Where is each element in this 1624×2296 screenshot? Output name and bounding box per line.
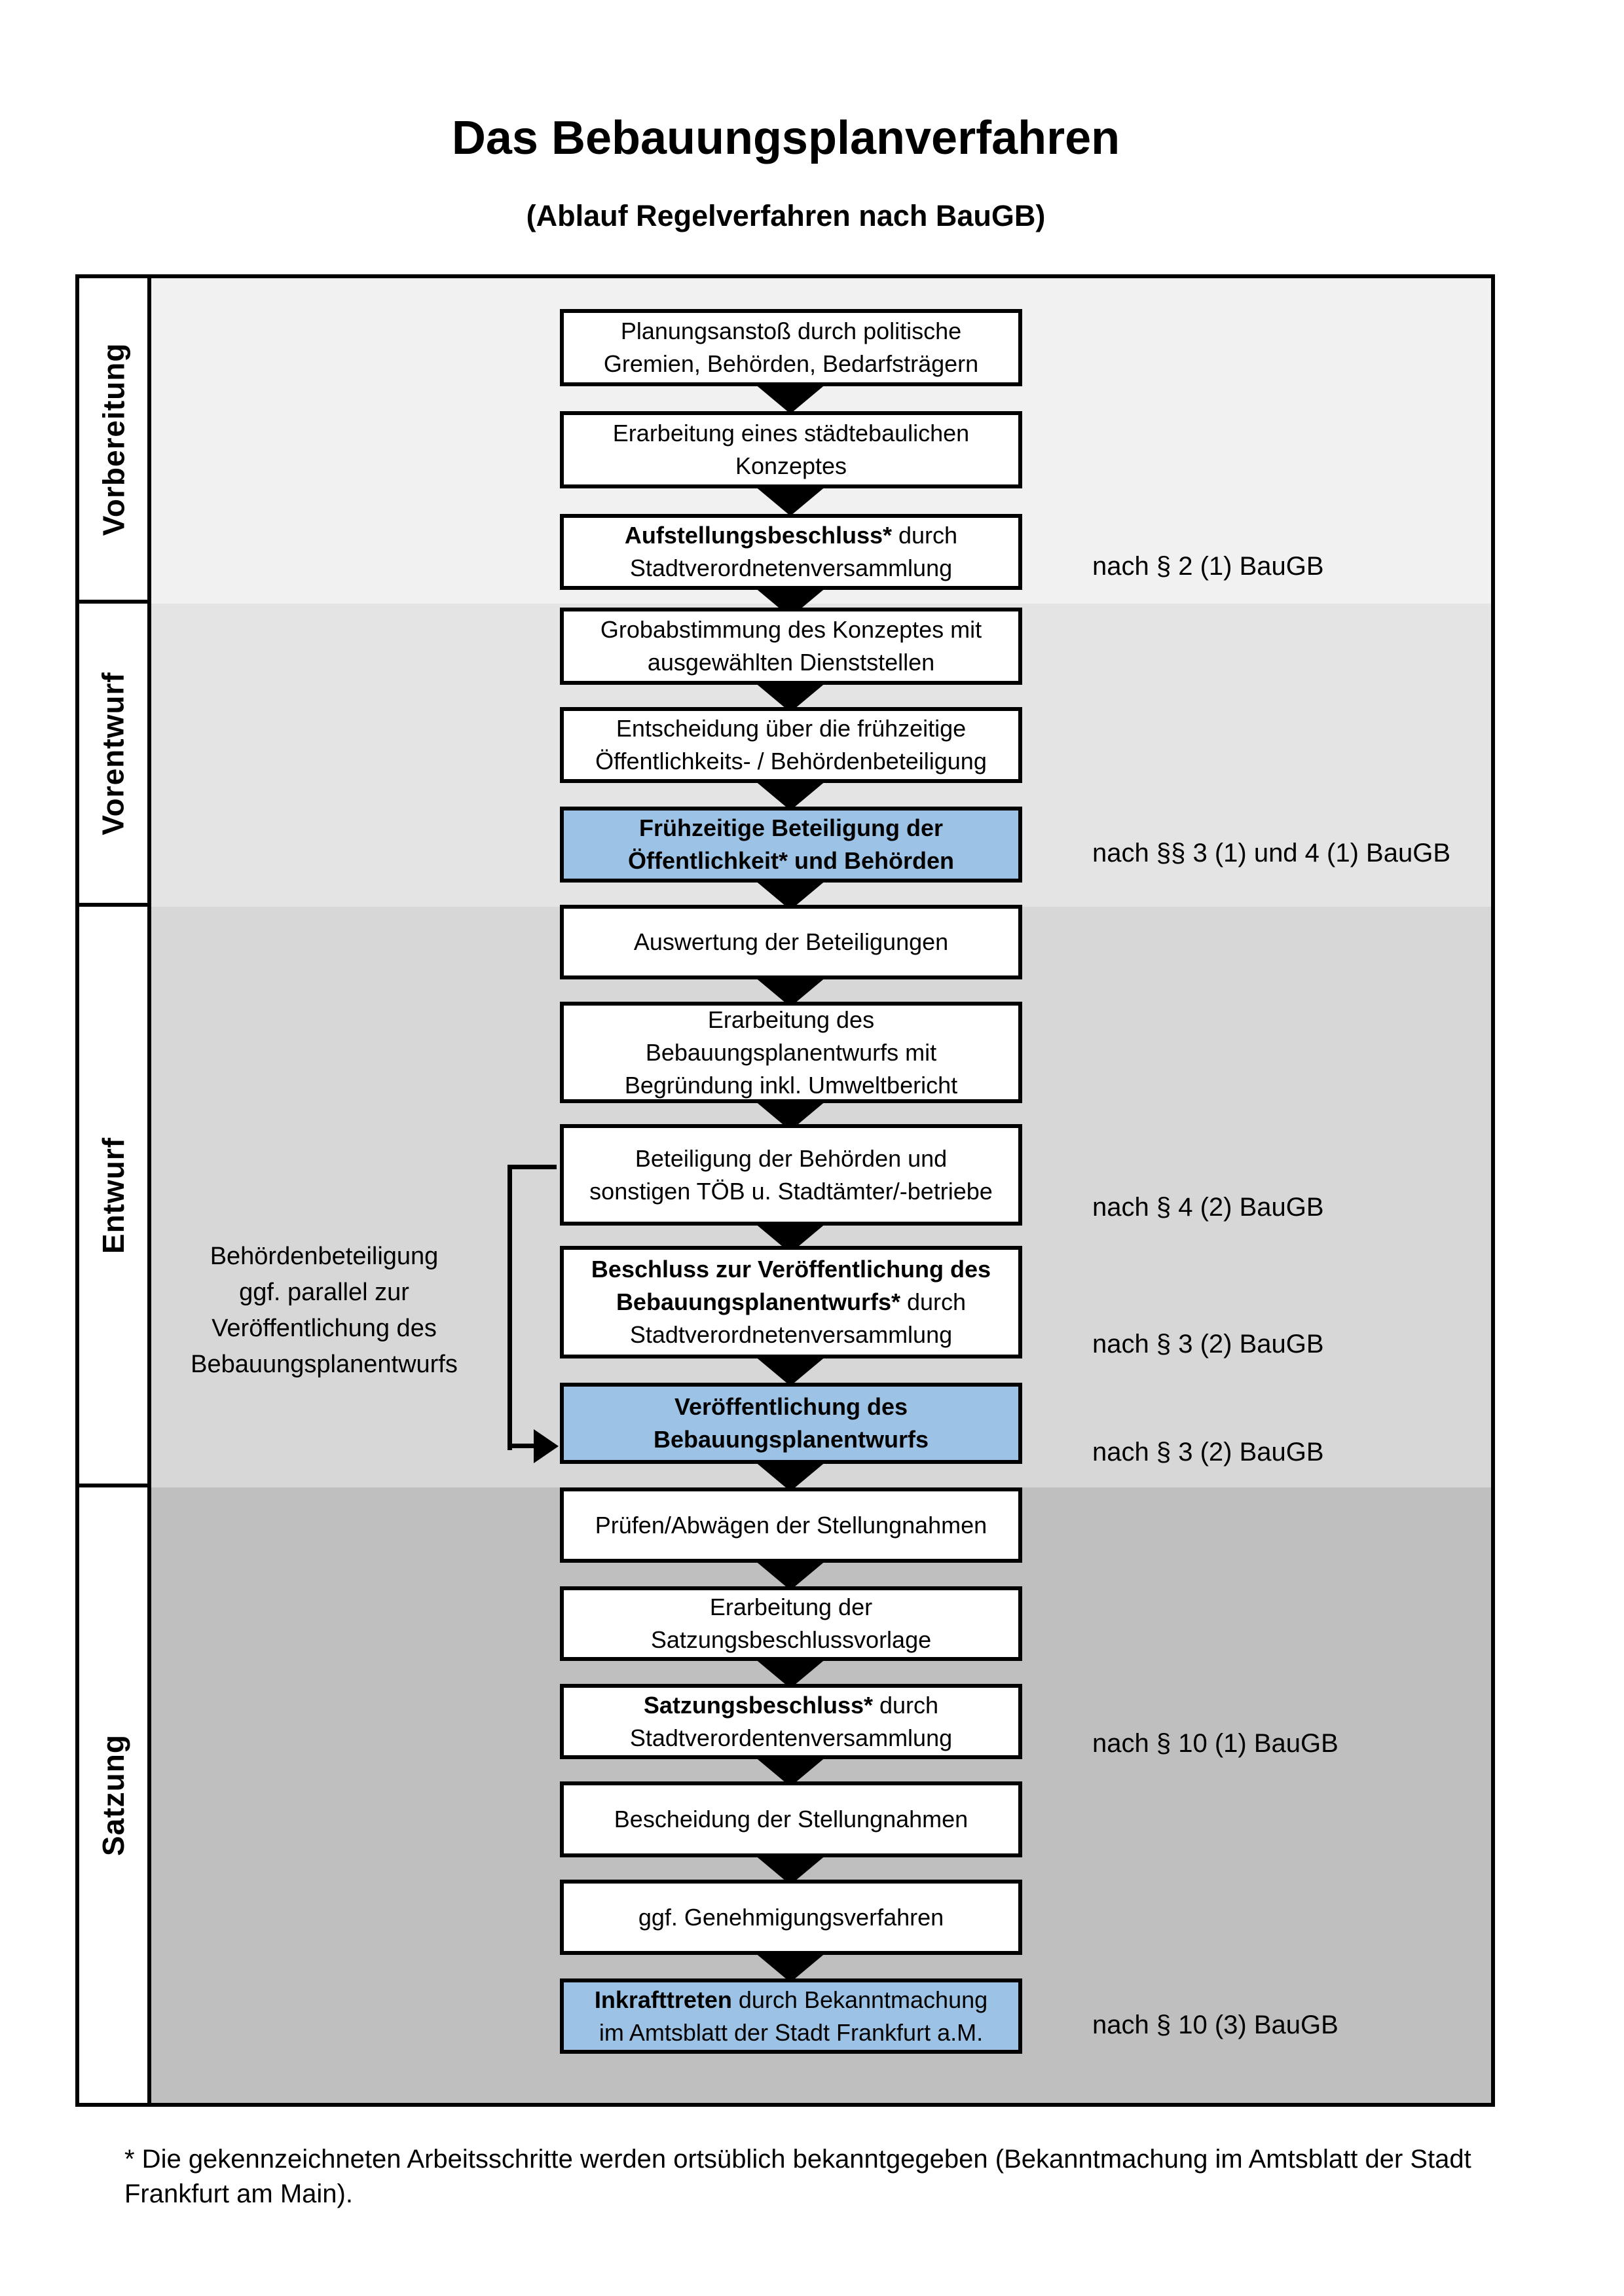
legal-reference-fruehzeitige-beteiligung: nach §§ 3 (1) und 4 (1) BauGB	[1092, 839, 1450, 867]
step-line: Stadtverordnetenversammlung	[629, 1321, 953, 1348]
step-line: Erarbeitung eines städtebaulichen	[612, 420, 970, 446]
phase-label-text: Vorentwurf	[96, 671, 130, 835]
footnote-line: * Die gekennzeichneten Arbeitsschritte w…	[124, 2145, 1471, 2174]
step-line: Entscheidung über die frühzeitige	[616, 715, 967, 742]
phase-label-column: Vorbereitung Vorentwurf Entwurf Satzung	[79, 278, 151, 2103]
parallel-connector-line	[507, 1165, 557, 1169]
legal-reference-aufstellungsbeschluss: nach § 2 (1) BauGB	[1092, 552, 1324, 581]
arrow-down-icon	[754, 1658, 826, 1688]
header: Das Bebauungsplanverfahren (Ablauf Regel…	[0, 111, 1572, 233]
step-line: Frühzeitige Beteiligung der	[638, 814, 944, 841]
step-box-grobabstimmung: Grobabstimmung des Konzeptes mit ausgewäh…	[560, 608, 1022, 685]
step-line: Erarbeitung des	[707, 1006, 875, 1033]
step-line: Bebauungsplanentwurfs mit	[645, 1038, 937, 1066]
arrow-down-icon	[754, 780, 826, 811]
step-line: Öffentlichkeits- / Behördenbeteiligung	[595, 748, 987, 774]
step-line: Erarbeitung der	[709, 1594, 873, 1620]
arrow-down-icon	[754, 1461, 826, 1491]
step-box-bescheidung-stellungnahmen: Bescheidung der Stellungnahmen	[560, 1781, 1022, 1857]
step-box-pruefen-abwaegen-stellungnahmen: Prüfen/Abwägen der Stellungnahmen	[560, 1487, 1022, 1563]
arrow-down-icon	[754, 1356, 826, 1386]
footnote: * Die gekennzeichneten Arbeitsschritte w…	[124, 2142, 1519, 2212]
legal-reference-beschluss-veroeffentlichung: nach § 3 (2) BauGB	[1092, 1330, 1324, 1358]
arrow-down-icon	[754, 486, 826, 516]
step-line: Begründung inkl. Umweltbericht	[624, 1071, 958, 1099]
page-title: Das Bebauungsplanverfahren	[451, 112, 1120, 164]
step-line: Aufstellungsbeschluss* durch	[624, 522, 958, 549]
page-subtitle: (Ablauf Regelverfahren nach BauGB)	[526, 199, 1046, 232]
parallel-connector-line	[507, 1165, 512, 1450]
step-line: Konzeptes	[735, 452, 847, 479]
legal-reference-veroeffentlichung-bebauungsplanentwurf: nach § 3 (2) BauGB	[1092, 1438, 1324, 1467]
parallel-note-line: Veröffentlichung des	[212, 1315, 437, 1342]
step-line: Inkrafttreten durch Bekanntmachung	[594, 1986, 988, 2013]
step-line: Grobabstimmung des Konzeptes mit	[600, 616, 982, 643]
phase-label-vorbereitung: Vorbereitung	[79, 278, 147, 604]
arrow-right-icon	[534, 1429, 559, 1463]
footnote-line: Frankfurt am Main).	[124, 2179, 353, 2208]
arrow-down-icon	[754, 1952, 826, 1982]
phase-label-vorentwurf: Vorentwurf	[79, 604, 147, 907]
step-line: Bescheidung der Stellungnahmen	[614, 1806, 969, 1832]
step-line: Bebauungsplanentwurfs	[653, 1426, 929, 1453]
step-line: Öffentlichkeit* und Behörden	[627, 847, 955, 874]
step-box-beteiligung-behoerden-toeb: Beteiligung der Behörden und sonstigen TÖ…	[560, 1124, 1022, 1226]
step-line: Prüfen/Abwägen der Stellungnahmen	[595, 1511, 987, 1539]
phase-label-text: Vorbereitung	[96, 342, 131, 536]
phase-label-text: Satzung	[96, 1734, 131, 1856]
arrow-down-icon	[754, 1560, 826, 1590]
step-line: ggf. Genehmigungsverfahren	[638, 1903, 944, 1931]
step-line: Beteiligung der Behörden und	[635, 1144, 948, 1172]
step-box-auswertung-beteiligungen: Auswertung der Beteiligungen	[560, 905, 1022, 979]
phase-label-satzung: Satzung	[79, 1487, 147, 2103]
parallel-connector-line	[507, 1444, 536, 1448]
step-line: sonstigen TÖB u. Stadtämter/-betriebe	[589, 1177, 993, 1205]
parallel-note-line: Bebauungsplanentwurfs	[191, 1351, 458, 1378]
step-line: Stadtverordentenversammlung	[629, 1724, 953, 1751]
parallel-note-line: ggf. parallel zur	[239, 1279, 409, 1306]
parallel-procedure-note: Behördenbeteiligung ggf. parallel zur Ve…	[164, 1239, 485, 1383]
legal-reference-beteiligung-behoerden-toeb: nach § 4 (2) BauGB	[1092, 1193, 1324, 1222]
step-line: Gremien, Behörden, Bedarfsträgern	[603, 350, 979, 377]
step-box-genehmigungsverfahren: ggf. Genehmigungsverfahren	[560, 1880, 1022, 1955]
step-line: Satzungsbeschluss* durch	[643, 1691, 939, 1719]
legal-reference-satzungsbeschluss: nach § 10 (1) BauGB	[1092, 1729, 1338, 1758]
arrow-down-icon	[754, 384, 826, 414]
step-line: Auswertung der Beteiligungen	[633, 928, 949, 955]
step-line: im Amtsblatt der Stadt Frankfurt a.M.	[599, 2018, 984, 2046]
step-line: Veröffentlichung des	[674, 1393, 908, 1420]
phase-label-entwurf: Entwurf	[79, 907, 147, 1487]
step-line: Beschluss zur Veröffentlichung des	[591, 1256, 991, 1283]
step-line: Stadtverordnetenversammlung	[629, 555, 953, 581]
step-line: Satzungsbeschlussvorlage	[650, 1626, 932, 1653]
phase-label-text: Entwurf	[96, 1137, 131, 1254]
step-line: Planungsanstoß durch politische	[620, 318, 962, 344]
step-line: Bebauungsplanentwurfs* durch	[616, 1288, 967, 1315]
legal-reference-inkrafttreten: nach § 10 (3) BauGB	[1092, 2011, 1338, 2039]
parallel-note-line: Behördenbeteiligung	[210, 1243, 439, 1270]
step-box-inkrafttreten: Inkrafttreten durch Bekanntmachung im Amt…	[560, 1978, 1022, 2054]
step-line: ausgewählten Dienststellen	[647, 649, 935, 676]
